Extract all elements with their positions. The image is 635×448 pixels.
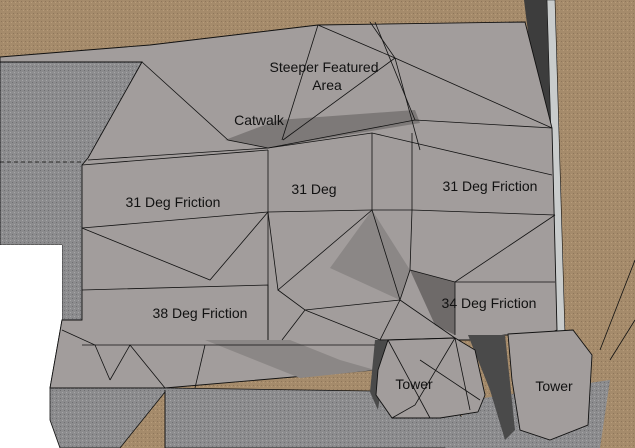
facet-dark [410,270,455,335]
label-tower-right: Tower [535,378,573,394]
facet-edges [61,21,635,419]
catwalk-ledge [225,110,420,148]
label-catwalk: Catwalk [234,112,285,128]
facet-dark [330,210,410,300]
label-34-deg-friction: 34 Deg Friction [442,295,537,311]
tower-center [375,337,486,419]
label-steeper-featured-area-line2: Area [312,77,342,93]
label-38-deg-friction: 38 Deg Friction [153,305,248,321]
label-31-deg-friction-left: 31 Deg Friction [126,194,221,210]
label-tower-center: Tower [395,376,433,392]
label-steeper-featured-area: Steeper Featured [270,59,379,75]
shadow-gap [468,335,515,440]
label-31-deg-friction-right: 31 Deg Friction [443,178,538,194]
void-area [0,245,62,448]
tower-right [507,329,593,441]
label-31-deg: 31 Deg [291,181,336,197]
facet-dark [205,340,375,378]
right-wall-shadow [524,0,552,128]
